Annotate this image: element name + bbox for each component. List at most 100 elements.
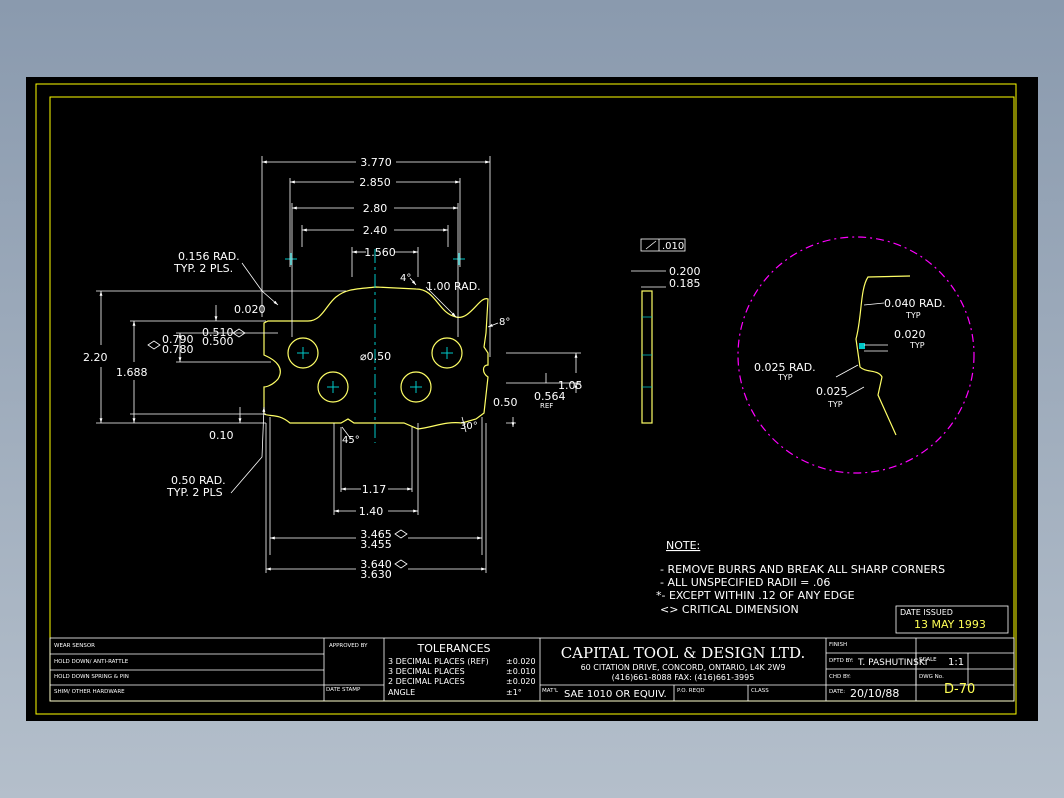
dim-117: 1.17 <box>362 483 387 496</box>
dim-height-220: 2.20 <box>83 351 108 364</box>
dim-010: 0.10 <box>209 429 234 442</box>
dim-0564: 0.564 <box>534 390 566 403</box>
title-block <box>49 637 1015 702</box>
tb-material: SAE 1010 OR EQUIV. <box>564 689 667 700</box>
detail-dim-0025: 0.025 <box>816 385 848 398</box>
tol-label-1: 3 DECIMAL PLACES (REF) <box>388 657 489 666</box>
dim-height-1688: 1.688 <box>116 366 148 379</box>
angle-4: 4° <box>400 273 411 284</box>
tb-class-label: CLASS <box>751 688 769 694</box>
thickness-max: 0.200 <box>669 265 701 278</box>
detail-typ-3: TYP <box>777 373 793 382</box>
angle-45: 45° <box>342 435 360 446</box>
tb-dwg-no: D-70 <box>944 682 975 697</box>
angle-30: 30° <box>460 421 478 432</box>
tol-label-4: ANGLE <box>388 688 415 697</box>
rad-050-note: TYP. 2 PLS <box>166 486 223 499</box>
tb-po-label: P.O. REQD <box>677 688 705 694</box>
detail-typ-1: TYP <box>905 311 921 320</box>
dim-280: 2.80 <box>363 202 388 215</box>
hole-centres <box>285 249 465 443</box>
tb-scale: 1:1 <box>948 657 964 668</box>
tb-drawn-label: DFTD BY: <box>829 658 854 664</box>
dimension-lines <box>96 156 581 573</box>
note-2: - ALL UNSPECIFIED RADII = .06 <box>660 576 830 589</box>
detail-rad-0040: 0.040 RAD. <box>884 297 946 310</box>
detail-boundary <box>737 236 975 474</box>
tb-row-3: HOLD DOWN SPRING & PIN <box>54 674 129 680</box>
notes-heading: NOTE: <box>666 539 700 552</box>
tb-dwg-label: DWG No. <box>919 674 944 680</box>
tol-value-1: ±0.020 <box>506 657 536 666</box>
rad-100: 1.00 RAD. <box>426 280 481 293</box>
dim-050: 0.50 <box>493 396 518 409</box>
detail-dim-0020: 0.020 <box>894 328 926 341</box>
thickness-min: 0.185 <box>669 277 701 290</box>
dim-140: 1.40 <box>359 505 384 518</box>
dim-1560: 1.560 <box>364 246 396 259</box>
dim-3640: 3.640 <box>360 558 392 571</box>
tb-address: 60 CITATION DRIVE, CONCORD, ONTARIO, L4K… <box>581 663 786 672</box>
dim-105: 1.05 <box>558 379 583 392</box>
dim-0780: 0.780 <box>162 343 194 356</box>
rad-0156-note: TYP. 2 PLS. <box>173 262 233 275</box>
tol-value-3: ±0.020 <box>506 677 536 686</box>
tb-approved-by: APPROVED BY <box>329 643 368 649</box>
title-block-text: WEAR SENSOR HOLD DOWN/ ANTI-RATTLE HOLD … <box>54 642 975 700</box>
note-3: *- EXCEPT WITHIN .12 OF ANY EDGE <box>656 589 855 602</box>
tb-matl-label: MAT'L <box>542 688 559 694</box>
tb-drawn-by: T. PASHUTINSKI <box>857 658 927 668</box>
flatness-value: .010 <box>662 241 684 252</box>
rad-0156: 0.156 RAD. <box>178 250 240 263</box>
dim-0790: 0.790 <box>162 333 194 346</box>
dim-0500: 0.500 <box>202 335 234 348</box>
tol-label-3: 2 DECIMAL PLACES <box>388 677 465 686</box>
note-1: - REMOVE BURRS AND BREAK ALL SHARP CORNE… <box>660 563 945 576</box>
side-view: .010 0.200 0.185 <box>631 238 701 424</box>
rad-050: 0.50 RAD. <box>171 474 226 487</box>
detail-view: 0.040 RAD. TYP 0.020 TYP 0.025 RAD. TYP … <box>737 236 975 474</box>
dimension-texts: 3.770 2.850 2.80 2.40 1.560 0.156 RAD. T… <box>83 156 583 581</box>
detail-rad-0025: 0.025 RAD. <box>754 361 816 374</box>
tb-company-name: CAPITAL TOOL & DESIGN LTD. <box>561 644 806 662</box>
date-issued-value: 13 MAY 1993 <box>914 618 986 631</box>
part-profile <box>263 286 489 430</box>
note-4: <> CRITICAL DIMENSION <box>660 603 799 616</box>
dim-0510: 0.510 <box>202 326 234 339</box>
angle-8: 8° <box>499 317 510 328</box>
ref-label: REF <box>540 402 553 410</box>
dim-0020: 0.020 <box>234 303 266 316</box>
tol-label-2: 3 DECIMAL PLACES <box>388 667 465 676</box>
outer-border <box>35 83 1017 715</box>
tb-date-label: DATE: <box>829 689 845 695</box>
cad-drawing: 3.770 2.850 2.80 2.40 1.560 0.156 RAD. T… <box>35 83 1017 715</box>
date-issued-box: DATE ISSUED 13 MAY 1993 <box>895 605 1009 634</box>
dim-2850: 2.850 <box>359 176 391 189</box>
dim-240: 2.40 <box>363 224 388 237</box>
notes: NOTE: - REMOVE BURRS AND BREAK ALL SHARP… <box>656 539 945 616</box>
tb-tolerances-title: TOLERANCES <box>416 642 490 655</box>
tb-row-1: WEAR SENSOR <box>54 643 95 649</box>
tb-phone: (416)661-8088 FAX: (416)661-3995 <box>612 673 755 682</box>
date-issued-label: DATE ISSUED <box>900 608 953 617</box>
dim-3630: 3.630 <box>360 568 392 581</box>
detail-typ-2: TYP <box>909 341 925 350</box>
tb-date-stamp: DATE STAMP <box>326 687 361 693</box>
hole-diameter: ⌀0.50 <box>360 350 391 363</box>
drawing-sheet: 3.770 2.850 2.80 2.40 1.560 0.156 RAD. T… <box>26 77 1038 721</box>
detail-typ-4: TYP <box>827 400 843 409</box>
tb-checked-label: CHD BY: <box>829 674 851 680</box>
tb-finish-label: FINISH <box>829 642 847 648</box>
tol-value-2: ±0.010 <box>506 667 536 676</box>
tb-scale-label: SCALE <box>919 657 937 663</box>
inner-border <box>49 96 1015 702</box>
tb-row-2: HOLD DOWN/ ANTI-RATTLE <box>54 659 129 665</box>
tb-date: 20/10/88 <box>850 687 899 700</box>
critical-dimension-symbols <box>147 328 408 569</box>
dim-3465: 3.465 <box>360 528 392 541</box>
tb-row-4: SHIM/ OTHER HARDWARE <box>54 689 125 695</box>
dim-overall-width: 3.770 <box>360 156 392 169</box>
tol-value-4: ±1° <box>506 688 522 697</box>
part-edge-view <box>641 290 653 424</box>
dim-3455: 3.455 <box>360 538 392 551</box>
